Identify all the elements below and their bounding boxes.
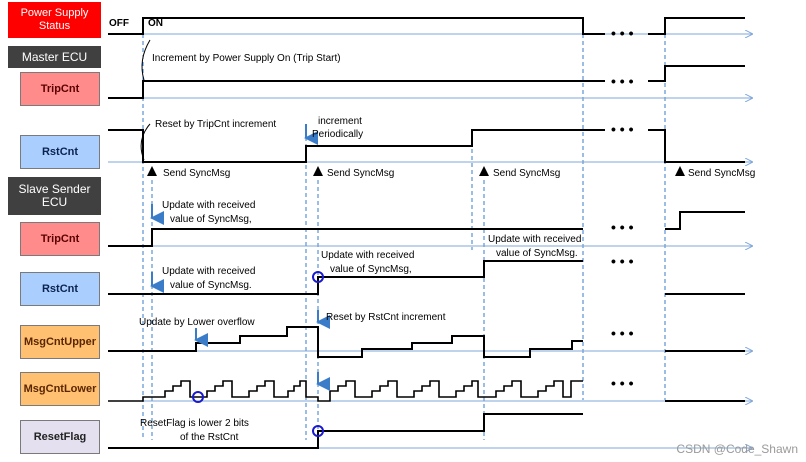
annotations: OFF ON Increment by Power Supply On (Tri… — [109, 18, 755, 443]
text-update-received-c1: Update with received — [321, 250, 414, 261]
label-slave-rstcnt: RstCnt — [20, 272, 100, 306]
ellipsis-7: • • • — [611, 375, 634, 391]
text-off: OFF — [109, 18, 129, 29]
ellipsis-3: • • • — [611, 121, 634, 137]
change-markers — [192, 271, 324, 437]
text-resetflag-note-1: ResetFlag is lower 2 bits — [140, 418, 249, 429]
ellipsis-5: • • • — [611, 253, 634, 269]
wave-slave-tripcnt-end — [665, 211, 745, 230]
wave-slave-tripcnt — [108, 228, 583, 247]
text-increment-periodically-1: increment — [318, 116, 362, 127]
waveforms — [108, 17, 745, 449]
ellipses: • • • • • • • • • • • • • • • • • • • • … — [611, 25, 634, 391]
text-update-received-a2: value of SyncMsg, — [170, 214, 252, 225]
wave-master-tripcnt-end — [648, 65, 745, 82]
text-send-syncmsg-1: Send SyncMsg — [163, 168, 230, 179]
wave-resetflag — [108, 413, 583, 449]
watermark: CSDN @Code_Shawn — [676, 442, 798, 456]
wave-master-rstcnt-end — [648, 129, 745, 163]
text-send-syncmsg-4: Send SyncMsg — [688, 168, 755, 179]
text-send-syncmsg-2: Send SyncMsg — [327, 168, 394, 179]
label-master-rstcnt: RstCnt — [20, 135, 100, 169]
text-update-received-b2: value of SyncMsg. — [170, 280, 252, 291]
text-send-syncmsg-3: Send SyncMsg — [493, 168, 560, 179]
wave-msgcntupper — [108, 326, 583, 358]
ellipsis-6: • • • — [611, 325, 634, 341]
text-increment-periodically-2: Periodically — [312, 129, 363, 140]
wave-power-supply — [108, 17, 605, 35]
text-update-by-lower-overflow: Update by Lower overflow — [139, 317, 255, 328]
label-slave-tripcnt: TripCnt — [20, 222, 100, 256]
event-arrows — [150, 124, 330, 391]
wave-msgcntlower — [108, 380, 583, 402]
text-update-received-b1: Update with received — [162, 266, 255, 277]
label-slave-sender-ecu: Slave Sender ECU — [8, 177, 101, 215]
label-master-ecu: Master ECU — [8, 46, 101, 68]
label-master-tripcnt: TripCnt — [20, 72, 100, 106]
text-resetflag-note-2: of the RstCnt — [180, 432, 239, 443]
text-update-received-d2: value of SyncMsg. — [496, 248, 578, 259]
label-msgcntupper: MsgCntUpper — [20, 325, 100, 359]
syncmsg-triangles — [147, 166, 685, 176]
curve-arrows — [140, 39, 151, 161]
text-update-received-a1: Update with received — [162, 200, 255, 211]
label-resetflag: ResetFlag — [20, 420, 100, 454]
wave-power-supply-end — [648, 17, 745, 35]
text-update-received-c2: value of SyncMsg, — [330, 264, 412, 275]
ellipsis-1: • • • — [611, 25, 634, 41]
text-reset-by-rstcnt: Reset by RstCnt increment — [326, 312, 446, 323]
wave-master-tripcnt — [108, 80, 605, 99]
text-on: ON — [148, 18, 163, 29]
ellipsis-4: • • • — [611, 219, 634, 235]
label-power-supply-status: Power Supply Status — [8, 2, 101, 38]
text-update-received-d1: Update with received — [488, 234, 581, 245]
label-msgcntlower: MsgCntLower — [20, 372, 100, 406]
wave-slave-rstcnt — [108, 260, 583, 295]
text-increment-power: Increment by Power Supply On (Trip Start… — [152, 53, 341, 64]
text-reset-by-tripcnt: Reset by TripCnt increment — [155, 119, 276, 130]
ellipsis-2: • • • — [611, 73, 634, 89]
